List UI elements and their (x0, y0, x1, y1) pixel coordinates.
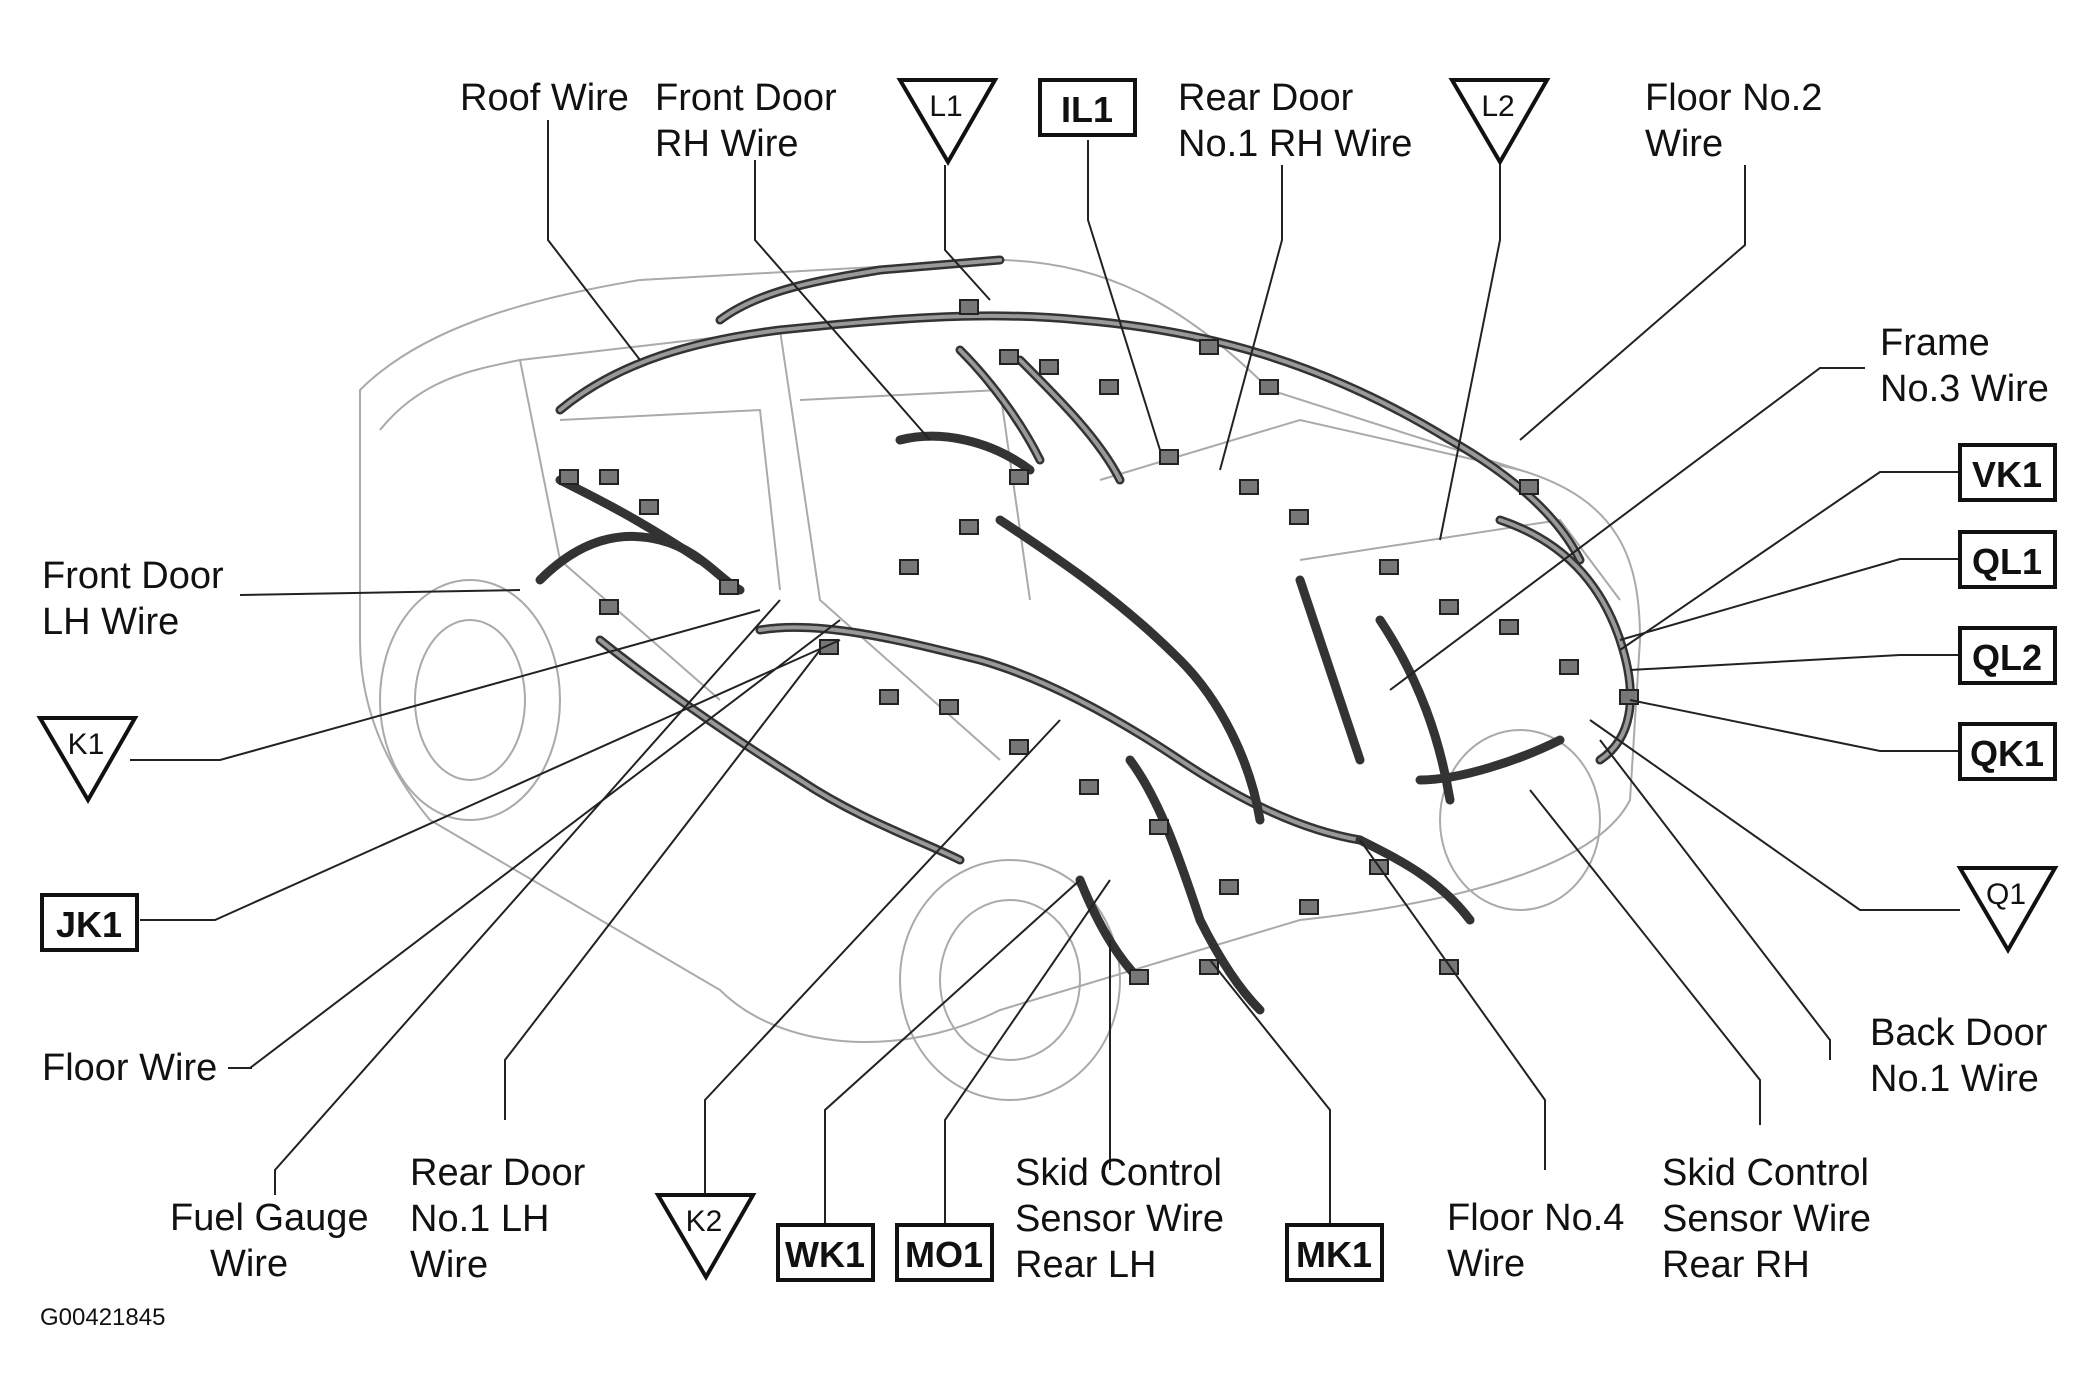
label-skid-control-sensor-wire-rear-rh: Skid Control Sensor Wire Rear RH (1662, 1152, 1882, 1286)
ground-point-k1: K1 (36, 716, 139, 804)
ground-point-k1-label: K1 (68, 728, 105, 761)
boxed-connector-jk1-label: JK1 (56, 904, 122, 945)
label-fuel-gauge-wire: Fuel Gauge Wire (170, 1197, 379, 1285)
label-back-door-no1-wire: Back Door No.1 Wire (1870, 1012, 2058, 1100)
boxed-connector-qk1: QK1 (1958, 722, 2057, 781)
ground-point-l1: L1 (896, 78, 999, 166)
label-front-door-rh-wire: Front Door RH Wire (655, 77, 847, 165)
label-skid-control-sensor-wire-rear-lh: Skid Control Sensor Wire Rear LH (1015, 1152, 1235, 1286)
boxed-connector-jk1: JK1 (40, 893, 139, 952)
label-roof-wire: Roof Wire (460, 77, 629, 119)
label-frame-no3-wire: Frame No.3 Wire (1880, 322, 2049, 410)
ground-point-k2: K2 (654, 1193, 757, 1281)
boxed-connector-vk1-label: VK1 (1972, 454, 2042, 495)
boxed-connector-ql2: QL2 (1958, 626, 2057, 685)
boxed-connector-ql2-label: QL2 (1972, 637, 2042, 678)
vehicle-body-outline (359, 258, 1642, 1101)
boxed-connector-mo1-label: MO1 (905, 1234, 983, 1275)
ground-point-l2-label: L2 (1481, 90, 1514, 123)
boxed-connector-vk1: VK1 (1958, 443, 2057, 502)
leader-lines (130, 120, 1960, 1250)
ground-point-q1: Q1 (1956, 866, 2059, 954)
boxed-connector-wk1: WK1 (776, 1223, 875, 1282)
label-front-door-lh-wire: Front Door LH Wire (42, 555, 234, 643)
label-floor-no2-wire: Floor No.2 Wire (1645, 77, 1833, 165)
label-floor-wire: Floor Wire (42, 1047, 217, 1089)
boxed-connector-mo1: MO1 (895, 1223, 994, 1282)
figure-code: G00421845 (40, 1304, 165, 1331)
boxed-connector-mk1: MK1 (1285, 1223, 1384, 1282)
label-floor-no4-wire: Floor No.4 Wire (1447, 1197, 1635, 1285)
boxed-connector-mk1-label: MK1 (1296, 1234, 1372, 1275)
label-rear-door-no1-lh-wire: Rear Door No.1 LH Wire (410, 1152, 596, 1286)
ground-point-l1-label: L1 (929, 90, 962, 123)
ground-point-q1-label: Q1 (1986, 878, 2026, 911)
boxed-connector-ql1: QL1 (1958, 530, 2057, 589)
wire-harnesses (535, 255, 1635, 1015)
boxed-connector-qk1-label: QK1 (1970, 733, 2044, 774)
ground-point-l2: L2 (1448, 78, 1551, 166)
boxed-connector-ql1-label: QL1 (1972, 541, 2042, 582)
boxed-connector-wk1-label: WK1 (785, 1234, 865, 1275)
connectors (559, 299, 1639, 985)
boxed-connector-il1-label: IL1 (1061, 89, 1113, 130)
ground-point-k2-label: K2 (686, 1205, 723, 1238)
label-rear-door-no1-rh-wire: Rear Door No.1 RH Wire (1178, 77, 1412, 165)
boxed-connector-il1: IL1 (1038, 78, 1137, 137)
